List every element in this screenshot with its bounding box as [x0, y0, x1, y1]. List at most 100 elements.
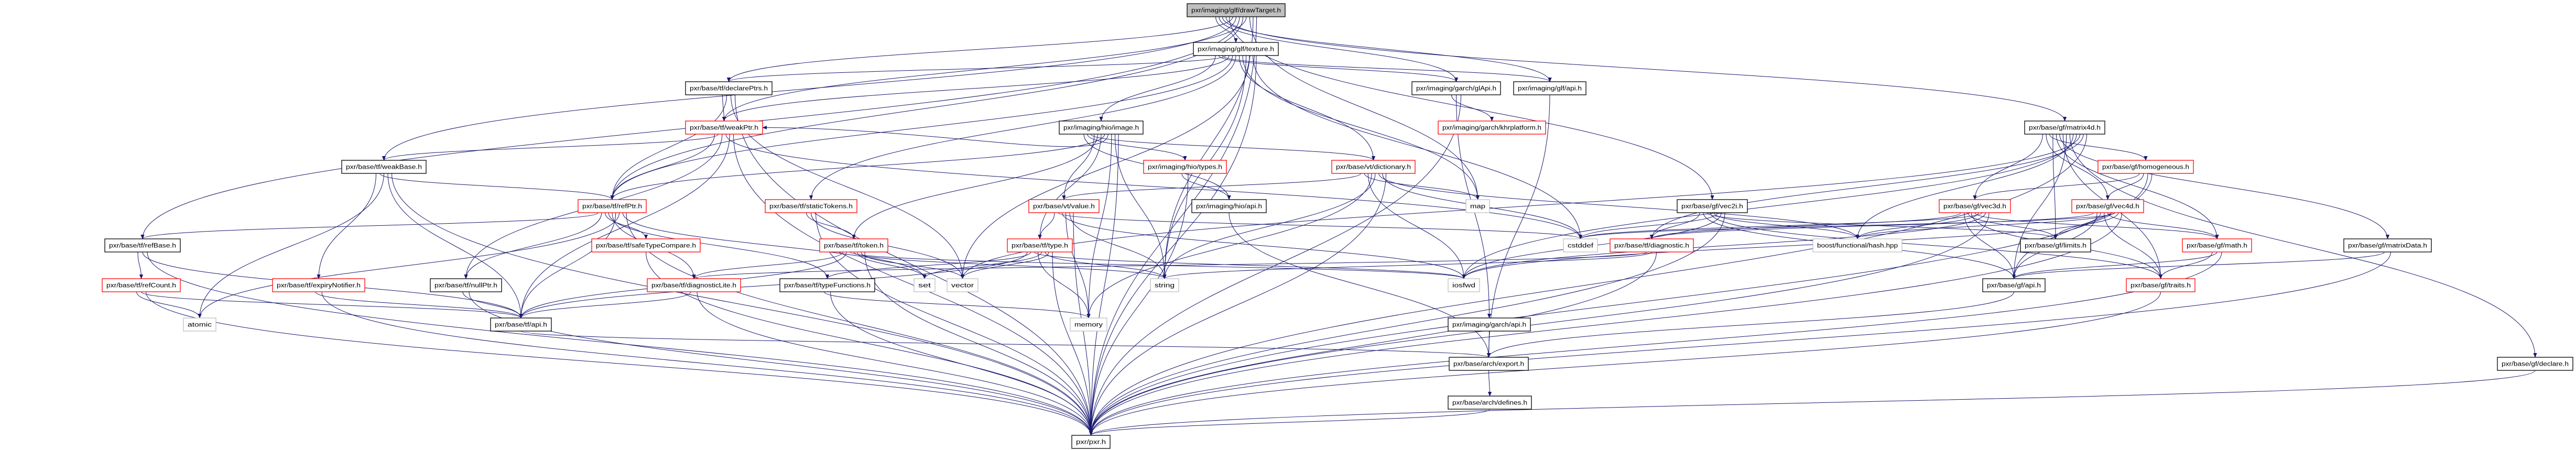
- edge-vec3d-to-iosfwd: [1462, 212, 1986, 279]
- node-vec2i[interactable]: pxr/base/gf/vec2i.h: [1677, 199, 1748, 213]
- node-refPtr[interactable]: pxr/base/tf/refPtr.h: [578, 199, 647, 213]
- edge-type-to-iosfwd: [1034, 251, 1466, 279]
- node-box: [1411, 81, 1501, 95]
- node-refCount[interactable]: pxr/base/tf/refCount.h: [102, 278, 181, 292]
- node-texture[interactable]: pxr/imaging/glf/texture.h: [1193, 42, 1279, 56]
- node-box: [1028, 199, 1100, 213]
- node-khr[interactable]: pxr/imaging/garch/khrplatform.h: [1438, 120, 1546, 135]
- node-vec3d[interactable]: pxr/base/gf/vec3d.h: [1939, 199, 2011, 213]
- node-hioImage[interactable]: pxr/imaging/hio/image.h: [1059, 120, 1144, 135]
- node-box: [2497, 357, 2573, 371]
- edge-math-to-pxr: [1089, 251, 2222, 436]
- edge-type-to-typeFunctions: [825, 251, 1031, 279]
- node-glApi[interactable]: pxr/imaging/garch/glApi.h: [1411, 81, 1501, 95]
- node-box: [591, 238, 701, 253]
- node-refBase[interactable]: pxr/base/tf/refBase.h: [104, 238, 181, 253]
- edge-drawTarget-to-glfApi: [1222, 16, 1552, 82]
- node-label: string: [1155, 283, 1175, 289]
- node-weakPtr[interactable]: pxr/base/tf/weakPtr.h: [685, 120, 763, 135]
- edge-refPtr-to-typeFunctions: [608, 212, 830, 279]
- node-label: pxr/imaging/garch/api.h: [1452, 322, 1526, 328]
- node-declarePtrs[interactable]: pxr/base/tf/declarePtrs.h: [685, 81, 773, 95]
- node-diagLite[interactable]: pxr/base/tf/diagnosticLite.h: [647, 278, 741, 292]
- node-value[interactable]: pxr/base/vt/value.h: [1028, 199, 1100, 213]
- edge-texture-to-map: [1242, 55, 1480, 200]
- node-cstddef[interactable]: cstddef: [1563, 238, 1598, 253]
- node-gfApi[interactable]: pxr/base/gf/api.h: [1982, 278, 2046, 292]
- node-label: pxr/base/tf/weakPtr.h: [690, 125, 758, 131]
- node-weakBase[interactable]: pxr/base/tf/weakBase.h: [341, 160, 427, 174]
- node-atomic[interactable]: atomic: [183, 317, 216, 332]
- node-diagnostic[interactable]: pxr/base/tf/diagnostic.h: [1610, 238, 1694, 253]
- node-box: [578, 199, 647, 213]
- node-label: pxr/base/gf/limits.h: [2025, 243, 2086, 249]
- node-string[interactable]: string: [1150, 278, 1179, 292]
- node-glfApi[interactable]: pxr/imaging/glf/api.h: [1513, 81, 1586, 95]
- node-label: pxr/base/tf/diagnostic.h: [1614, 243, 1689, 249]
- edge-typeFunctions-to-memory: [824, 291, 1091, 319]
- node-label: pxr/imaging/glf/api.h: [1518, 86, 1582, 92]
- node-memory[interactable]: memory: [1070, 317, 1107, 332]
- edge-vec4d-to-diagnostic: [1650, 212, 2094, 239]
- node-label: pxr/base/tf/staticTokens.h: [769, 204, 853, 210]
- node-label: pxr/base/arch/defines.h: [1452, 400, 1527, 407]
- node-matrixData[interactable]: pxr/base/gf/matrixData.h: [2343, 238, 2432, 253]
- edge-refPtr-to-safeTypeCompare: [605, 212, 648, 239]
- edge-expiry-to-pxr: [321, 291, 1093, 436]
- edge-type-to-set: [922, 251, 1042, 279]
- node-box: [1465, 199, 1490, 213]
- edge-texture-to-hioImage: [1099, 55, 1216, 122]
- node-tfApi[interactable]: pxr/base/tf/api.h: [490, 317, 552, 332]
- node-type[interactable]: pxr/base/tf/type.h: [1007, 238, 1073, 253]
- node-expiry[interactable]: pxr/base/tf/expiryNotifier.h: [272, 278, 365, 292]
- node-defines[interactable]: pxr/base/arch/defines.h: [1448, 396, 1532, 410]
- edge-texture-to-declarePtrs: [727, 55, 1226, 82]
- edge-dictionary-to-pxr: [1089, 173, 1386, 436]
- node-math[interactable]: pxr/base/gf/math.h: [2182, 238, 2252, 253]
- node-hioApi[interactable]: pxr/imaging/hio/api.h: [1191, 199, 1267, 213]
- edge-declarePtrs-to-pxr: [735, 94, 1093, 436]
- node-homogeneous[interactable]: pxr/base/gf/homogeneous.h: [2097, 160, 2194, 174]
- edge-vec4d-to-math: [2107, 212, 2219, 239]
- node-box: [2343, 238, 2432, 253]
- node-pxr[interactable]: pxr/pxr.h: [1071, 435, 1111, 449]
- node-traits[interactable]: pxr/base/gf/traits.h: [2126, 278, 2195, 292]
- node-box: [819, 238, 888, 253]
- node-safeTypeCompare[interactable]: pxr/base/tf/safeTypeCompare.h: [591, 238, 701, 253]
- node-token[interactable]: pxr/base/tf/token.h: [819, 238, 888, 253]
- node-nullPtr[interactable]: pxr/base/tf/nullPtr.h: [430, 278, 502, 292]
- node-staticTokens[interactable]: pxr/base/tf/staticTokens.h: [765, 199, 857, 213]
- node-label: pxr/base/gf/vec4d.h: [2076, 204, 2139, 210]
- node-hioTypes[interactable]: pxr/imaging/hio/types.h: [1143, 160, 1227, 174]
- node-map[interactable]: map: [1465, 199, 1490, 213]
- node-box: [1331, 160, 1416, 174]
- node-limits[interactable]: pxr/base/gf/limits.h: [2020, 238, 2091, 253]
- node-declare[interactable]: pxr/base/gf/declare.h: [2497, 357, 2573, 371]
- node-label: memory: [1074, 322, 1103, 328]
- node-box: [183, 317, 216, 332]
- edge-matrixData-to-pxr: [1089, 251, 2391, 436]
- edge-type-to-tfApi: [519, 251, 1028, 319]
- edge-vec3d-to-gfApi: [1964, 212, 2016, 279]
- edge-vec3d-to-cstddef: [1579, 212, 1982, 239]
- edge-garchApi-to-archExport: [1486, 331, 1491, 358]
- node-label: pxr/base/gf/matrixData.h: [2348, 243, 2427, 249]
- edge-texture-to-staticTokens: [809, 55, 1236, 200]
- edge-dictionary-to-memory: [1086, 173, 1372, 319]
- node-garchApi[interactable]: pxr/imaging/garch/api.h: [1448, 317, 1531, 332]
- node-boostHash[interactable]: boost/functional/hash.hpp: [1812, 238, 1903, 253]
- edge-vec4d-to-iosfwd: [1462, 212, 2119, 279]
- node-label: pxr/imaging/garch/glApi.h: [1416, 86, 1496, 92]
- node-matrix4d[interactable]: pxr/base/gf/matrix4d.h: [2024, 120, 2105, 135]
- node-dictionary[interactable]: pxr/base/vt/dictionary.h: [1331, 160, 1416, 174]
- edge-glfApi-to-archExport: [1486, 94, 1550, 358]
- node-vector[interactable]: vector: [947, 278, 979, 292]
- node-label: pxr/imaging/hio/types.h: [1148, 164, 1222, 171]
- node-archExport[interactable]: pxr/base/arch/export.h: [1449, 357, 1529, 371]
- node-set[interactable]: set: [914, 278, 936, 292]
- node-drawTarget[interactable]: pxr/imaging/glf/drawTarget.h: [1187, 3, 1286, 17]
- edge-vec3d-to-diagnostic: [1650, 212, 1961, 239]
- node-vec4d[interactable]: pxr/base/gf/vec4d.h: [2071, 199, 2144, 213]
- node-iosfwd[interactable]: iosfwd: [1448, 278, 1480, 292]
- node-typeFunctions[interactable]: pxr/base/tf/typeFunctions.h: [779, 278, 875, 292]
